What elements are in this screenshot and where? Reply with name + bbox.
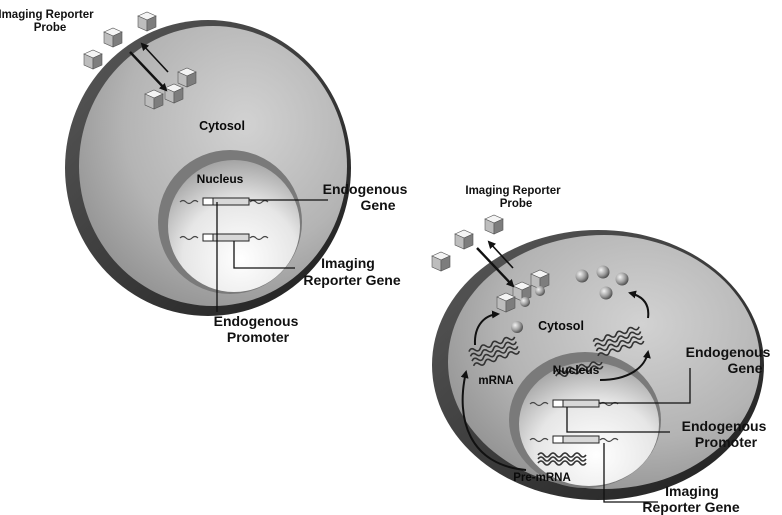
right-nucleus-label: Nucleus: [553, 363, 600, 377]
right-trapped-probe: [535, 286, 545, 296]
left-reporter-gene-label-line1: Imaging: [321, 255, 375, 271]
left-promoter-label-line2: Promoter: [227, 329, 290, 345]
left-probe-cube: [104, 28, 122, 47]
right-reporter-protein: [600, 287, 613, 300]
right-probe-cube: [432, 252, 450, 271]
right-probe-cube: [497, 293, 515, 312]
right-probe-cube: [455, 230, 473, 249]
right-mrna-label: mRNA: [478, 375, 513, 387]
left-nucleus-label: Nucleus: [197, 172, 244, 186]
right-probe-label-line2: Probe: [500, 198, 533, 210]
right-cytosol-label: Cytosol: [538, 319, 584, 333]
right-cell: Imaging Reporter Probe Cytosol Nucleus m…: [432, 185, 771, 515]
right-reporter-protein: [597, 266, 610, 279]
left-cytosol-label: Cytosol: [199, 119, 245, 133]
right-trapped-probe: [511, 321, 523, 333]
right-probe-label-line1: Imaging Reporter: [465, 185, 561, 197]
left-probe-cube: [84, 50, 102, 69]
left-probe-cube: [165, 84, 183, 103]
right-reporter-gene-label-line2: Reporter Gene: [642, 499, 739, 515]
left-endogenous-gene-label-line1: Endogenous: [323, 181, 408, 197]
right-trapped-probe: [520, 297, 530, 307]
right-promoter-label-line1: Endogenous: [682, 418, 767, 434]
right-reporter-protein: [576, 270, 589, 283]
left-probe-label-line2: Probe: [34, 22, 67, 34]
left-reporter-gene-label-line2: Reporter Gene: [303, 272, 400, 288]
left-probe-label-line1: Imaging Reporter: [0, 9, 94, 21]
left-endogenous-gene-label-line2: Gene: [360, 197, 395, 213]
left-promoter-label-line1: Endogenous: [214, 313, 299, 329]
right-reporter-gene-label-line1: Imaging: [665, 483, 719, 499]
right-probe-cube: [485, 215, 503, 234]
right-reporter-protein: [616, 273, 629, 286]
left-probe-cube: [178, 68, 196, 87]
left-cell: Imaging Reporter Probe Cytosol Nucleus E…: [0, 9, 408, 345]
right-pre-mrna-label: Pre-mRNA: [513, 472, 571, 484]
right-nucleus: [519, 362, 659, 486]
right-promoter-label-line2: Promoter: [695, 434, 758, 450]
right-endogenous-gene-label-line1: Endogenous: [686, 344, 771, 360]
right-endogenous-gene-label-line2: Gene: [727, 360, 762, 376]
left-probe-cube: [145, 90, 163, 109]
left-probe-cube: [138, 12, 156, 31]
